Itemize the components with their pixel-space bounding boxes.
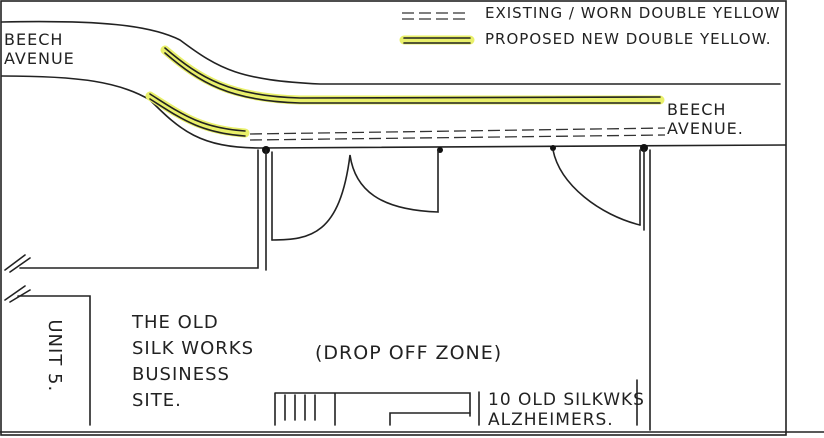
existing-double-yellow xyxy=(249,127,666,141)
business-site-line: SITE. xyxy=(132,390,182,412)
road-label-line: BEECH xyxy=(667,100,727,119)
unit-5-label: UNIT 5. xyxy=(44,319,66,393)
business-site-line: THE OLD xyxy=(132,312,219,333)
business-site-line: BUSINESS xyxy=(132,364,230,386)
site-boundaries xyxy=(0,144,824,433)
alzheimers-label: 10 OLD SILKWKS ALZHEIMERS. xyxy=(488,390,645,431)
road-label-line: BEECH xyxy=(4,30,64,49)
legend-existing-line xyxy=(402,12,468,20)
legend-proposed-label: PROPOSED NEW DOUBLE YELLOW. xyxy=(485,30,772,48)
legend-proposed-line xyxy=(399,35,475,45)
road-label-left: BEECH AVENUE xyxy=(4,30,75,68)
proposed-double-yellow-north xyxy=(160,45,665,105)
alzheimers-line: 10 OLD SILKWKS xyxy=(488,390,645,410)
drop-off-zone-label: (DROP OFF ZONE) xyxy=(315,342,503,364)
legend-existing-label: EXISTING / WORN DOUBLE YELLOW xyxy=(485,4,781,22)
proposed-double-yellow-south xyxy=(145,91,250,138)
business-site-label: THE OLD SILK WORKS BUSINESS SITE. xyxy=(132,310,254,414)
frame xyxy=(0,0,787,436)
business-site-line: SILK WORKS xyxy=(132,338,254,360)
road-north-edge xyxy=(1,20,781,85)
road-label-line: AVENUE. xyxy=(667,119,744,139)
alzheimers-line: ALZHEIMERS. xyxy=(488,410,614,431)
road-label-line: AVENUE xyxy=(4,49,75,69)
road-label-right: BEECH AVENUE. xyxy=(667,100,744,138)
